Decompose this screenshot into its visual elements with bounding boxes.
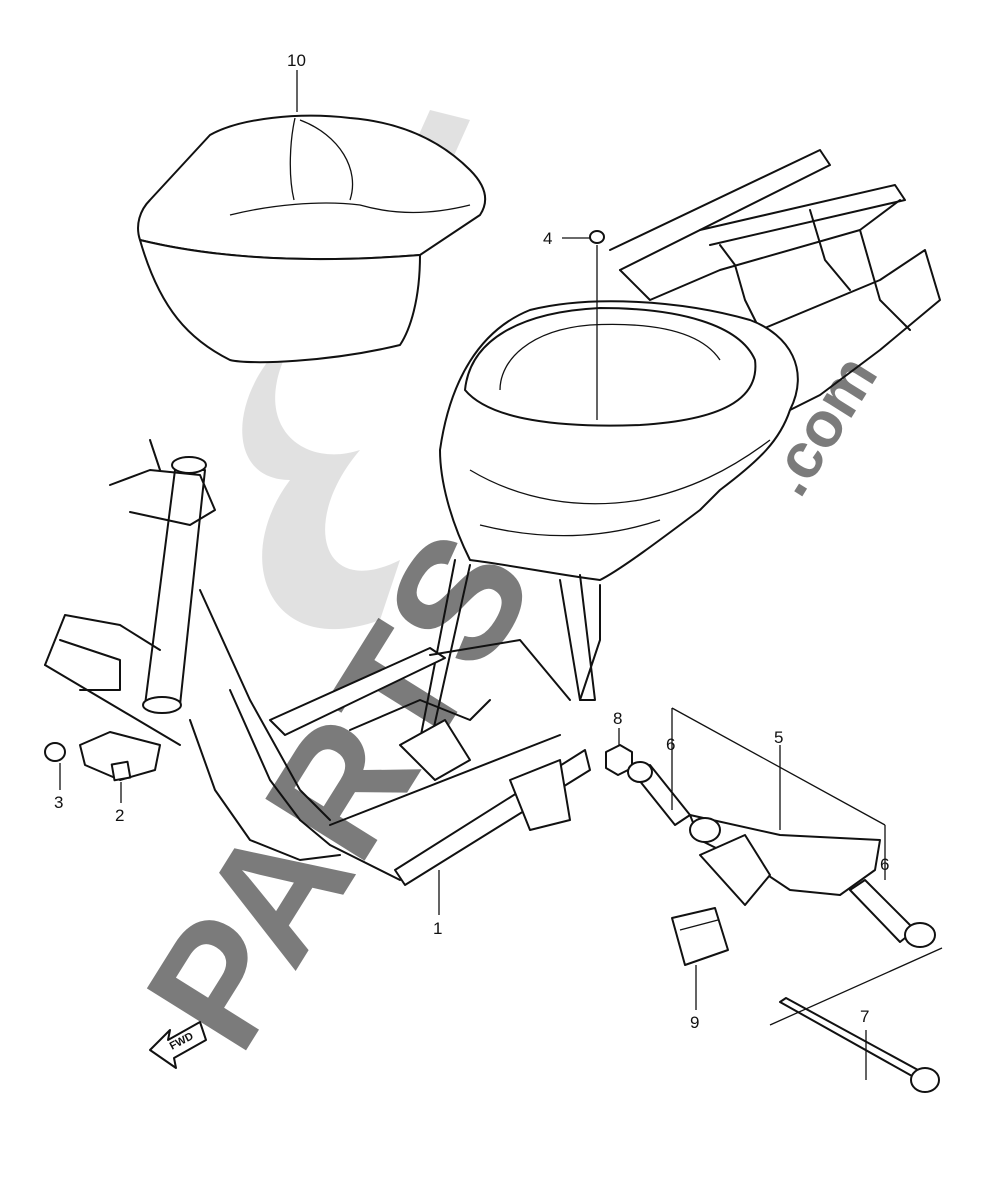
- part-label-7[interactable]: 7: [860, 1007, 869, 1026]
- leader-lines: [59, 70, 943, 1080]
- bush-part-upper[interactable]: [627, 761, 691, 826]
- part-label-10[interactable]: 10: [287, 51, 306, 70]
- part-label-6-lower[interactable]: 6: [880, 855, 889, 874]
- part-label-8[interactable]: 8: [613, 709, 622, 728]
- engine-mount-bracket-part[interactable]: [689, 814, 881, 906]
- seat-cover-part[interactable]: [137, 114, 487, 364]
- part-label-6-upper[interactable]: 6: [666, 735, 675, 754]
- bush-part-lower[interactable]: [849, 879, 936, 948]
- part-labels: 10 4 8 6 5 6 3 2 1 9 7: [54, 51, 889, 1032]
- nut-part-3[interactable]: [44, 742, 66, 762]
- part-label-9[interactable]: 9: [690, 1013, 699, 1032]
- part-label-5[interactable]: 5: [774, 728, 783, 747]
- grommet-part[interactable]: [589, 230, 605, 244]
- part-label-4[interactable]: 4: [543, 229, 552, 248]
- part-label-3[interactable]: 3: [54, 793, 63, 812]
- fwd-arrow: FWD: [149, 1021, 207, 1069]
- main-frame-part[interactable]: [44, 149, 941, 886]
- long-bolt-part[interactable]: [779, 997, 940, 1093]
- part-label-1[interactable]: 1: [433, 919, 442, 938]
- rubber-block-part[interactable]: [671, 907, 729, 966]
- part-label-2[interactable]: 2: [115, 806, 124, 825]
- bracket-part[interactable]: [79, 731, 161, 782]
